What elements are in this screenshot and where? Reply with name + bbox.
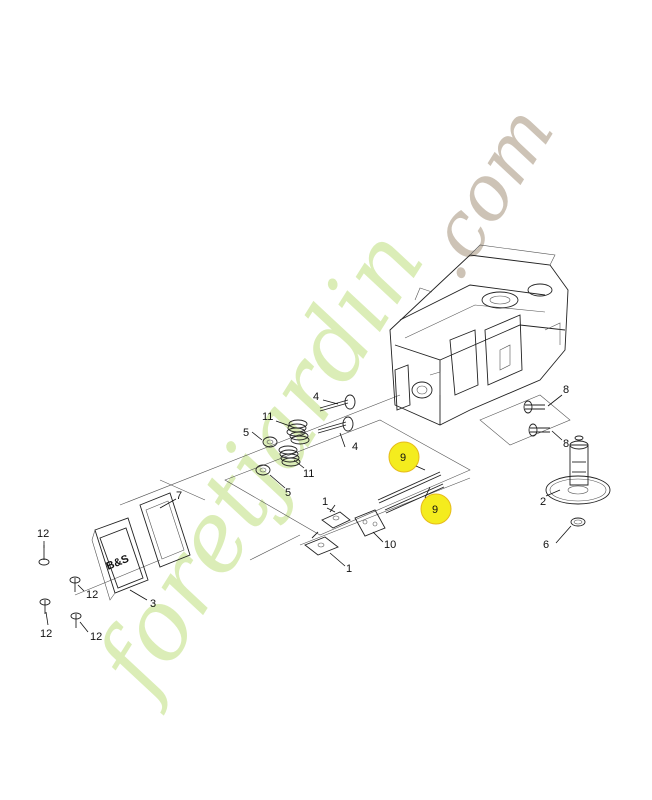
callout-6[interactable]: 6 [543,539,549,551]
callout-8a[interactable]: 8 [563,384,569,396]
callout-10[interactable]: 10 [384,539,396,551]
callout-8b[interactable]: 8 [563,438,569,450]
callout-11a[interactable]: 11 [262,411,273,423]
callout-12b[interactable]: 12 [86,589,98,601]
valves-4 [317,394,356,434]
springs-11 [278,419,310,467]
leader-lines [43,394,572,633]
callout-7[interactable]: 7 [176,490,182,502]
spring-lower [278,445,301,467]
pins-8 [523,400,550,437]
callout-4a[interactable]: 4 [313,391,319,403]
callout-12a[interactable]: 12 [37,528,49,540]
engine-block [389,244,569,426]
washers-5 [255,436,278,476]
screws-12 [38,545,82,628]
callout-2[interactable]: 2 [540,496,546,508]
assembly-lines [74,394,571,596]
highlight-item-9-a[interactable] [388,441,420,473]
camshaft-gear [545,435,611,505]
watermark: foretjardin .com [71,91,571,717]
highlight-item-9-b[interactable] [420,493,452,525]
callouts: 1 1 2 3 4 4 5 5 6 7 8 8 9 9 10 11 11 12 … [37,384,569,643]
watermark-green-text: foretjardin [71,211,446,718]
callout-9a[interactable]: 9 [400,452,406,464]
callout-9b[interactable]: 9 [432,504,438,516]
rocker-arms-1 [304,504,351,556]
spring-upper [286,419,310,445]
callout-1b[interactable]: 1 [346,563,352,575]
callout-3[interactable]: 3 [150,598,156,610]
gasket-7 [139,492,191,568]
callout-1a[interactable]: 1 [322,496,328,508]
callout-12d[interactable]: 12 [90,631,102,643]
washer-6 [570,517,586,527]
callout-12c[interactable]: 12 [40,628,52,640]
callout-4b[interactable]: 4 [352,441,358,453]
callout-5a[interactable]: 5 [243,427,249,439]
push-rods-9 [377,471,445,514]
callout-11b[interactable]: 11 [303,468,314,480]
callout-5b[interactable]: 5 [285,487,291,499]
guide-plate-10 [354,509,386,537]
